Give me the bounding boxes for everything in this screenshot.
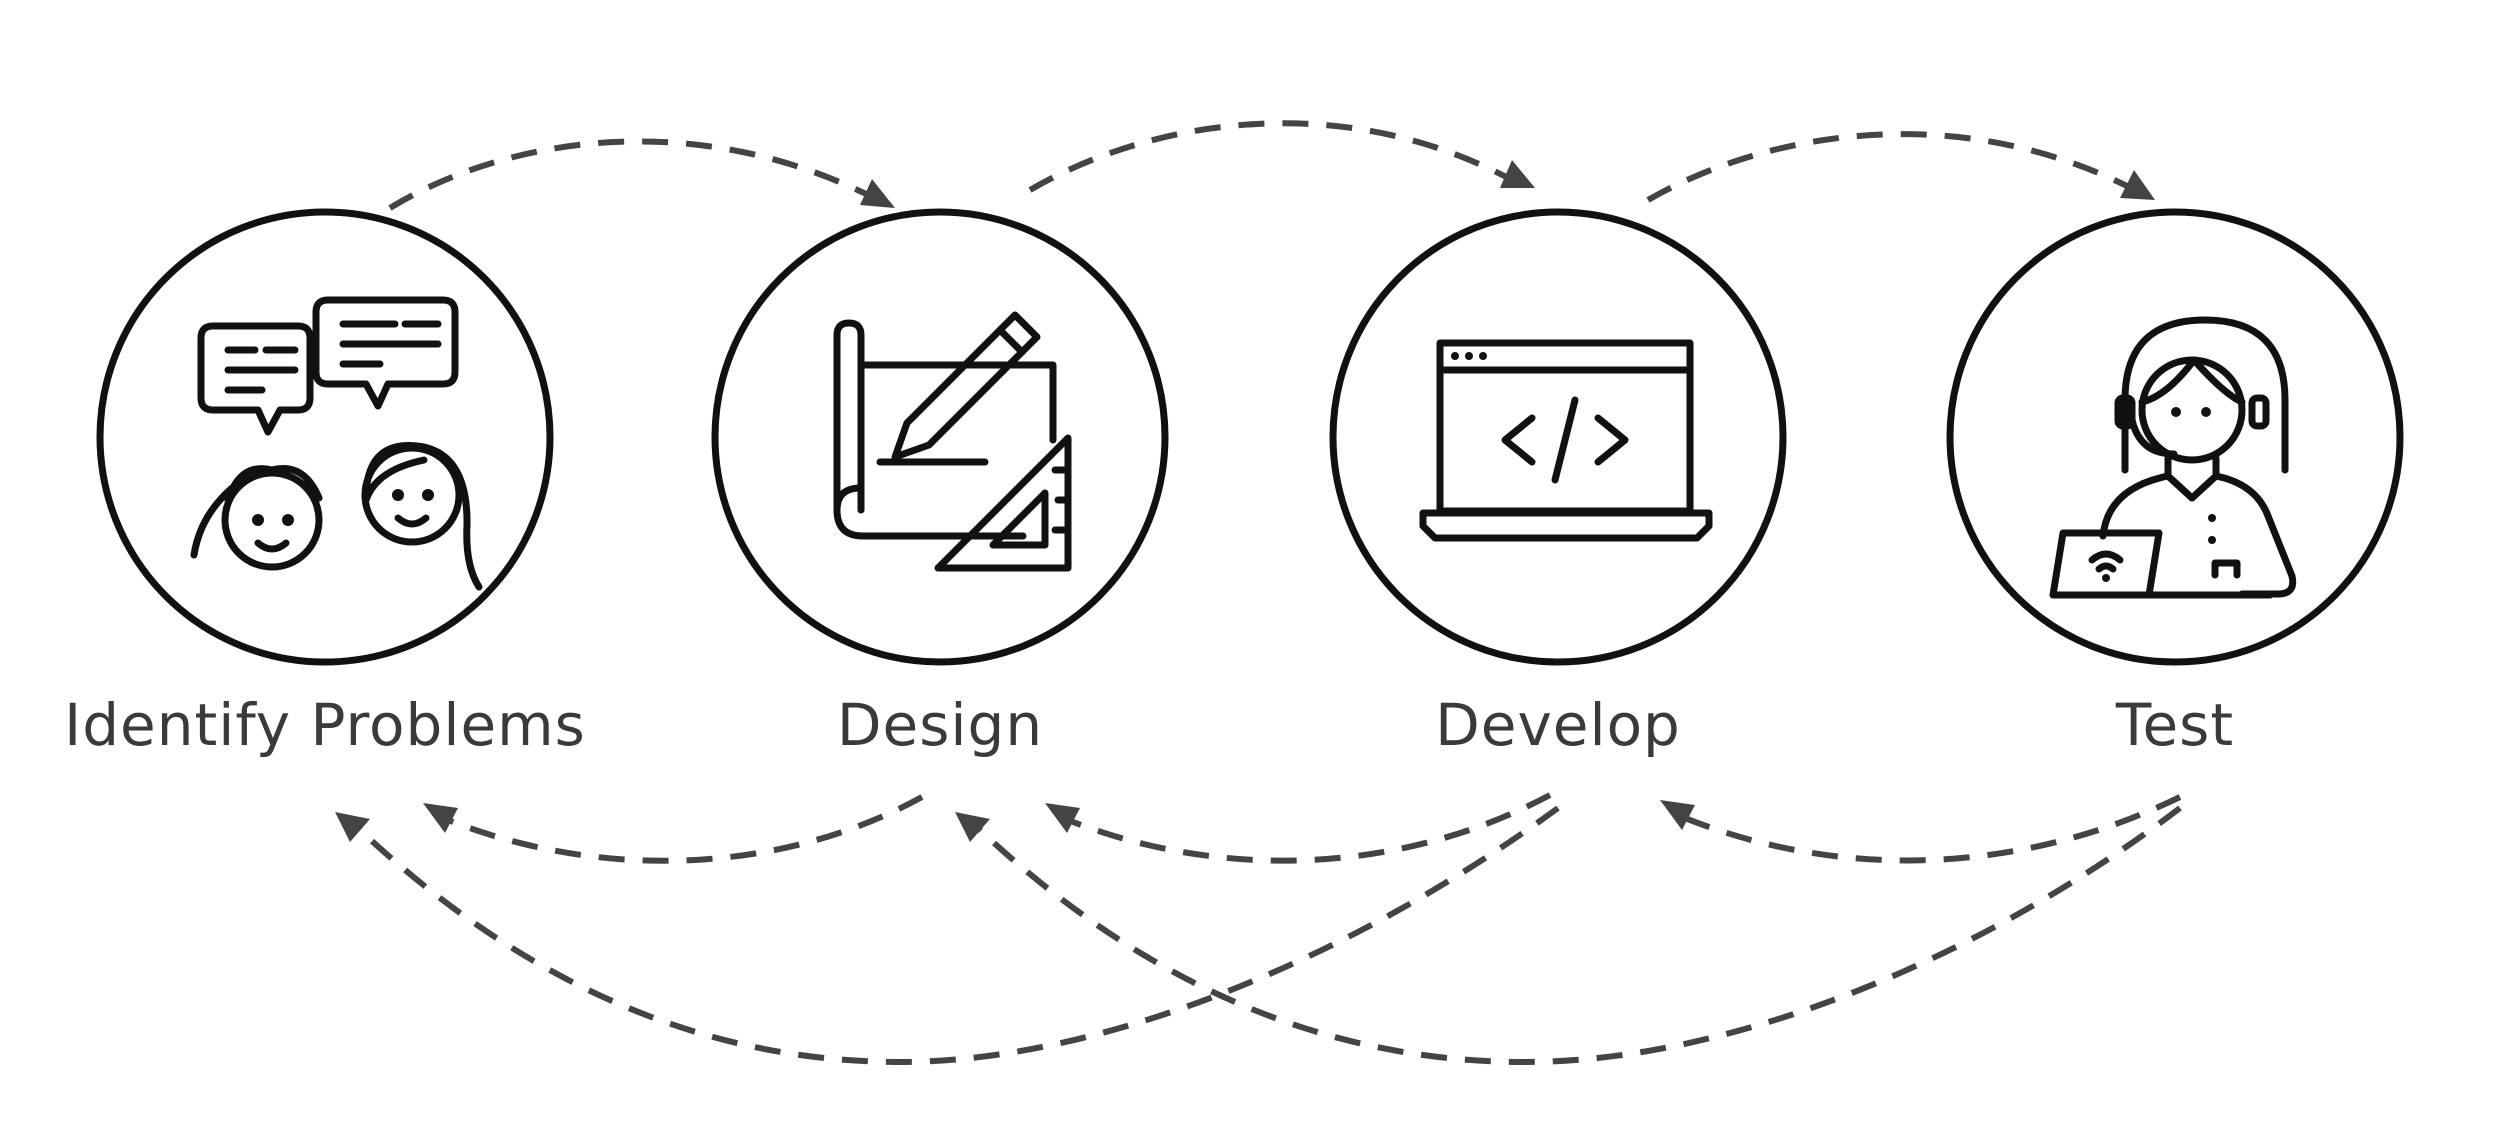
stage-label-develop: Develop [1435, 691, 1681, 759]
arrow-identify-to-design [388, 138, 880, 211]
arrowhead-develop-to-test [2120, 170, 2155, 200]
arrowhead-design-to-develop [1500, 160, 1535, 188]
forward-arrows [388, 120, 2155, 211]
arrow-design-to-develop [1028, 120, 1514, 193]
design-circle [711, 208, 1169, 666]
laptop-code-icon [1419, 339, 1713, 542]
support-agent-icon [2049, 316, 2297, 599]
arrow-develop-to-identify [357, 805, 1560, 1066]
feedback-arrows-short [423, 792, 2182, 864]
discussion-icon [190, 296, 483, 591]
arrow-test-to-design [977, 805, 2182, 1066]
arrow-test-to-develop [1683, 794, 2182, 864]
blueprint-icon [833, 311, 1072, 572]
arrowhead-develop-to-identify [335, 812, 370, 842]
arrowhead-develop-to-design [1045, 803, 1080, 833]
arrow-develop-to-design [1066, 792, 1552, 864]
stage-label-test: Test [2115, 691, 2235, 759]
feedback-arrows-long [335, 805, 2182, 1066]
test-circle [1946, 208, 2404, 666]
stage-label-design: Design [836, 691, 1044, 759]
arrow-design-to-identify [446, 794, 924, 864]
arrowhead-test-to-design [955, 812, 990, 842]
arrowhead-identify-to-design [860, 179, 895, 208]
arrowhead-test-to-develop [1660, 800, 1695, 830]
arrow-develop-to-test [1646, 131, 2137, 203]
identify-circle [96, 208, 554, 666]
stage-label-identify: Identify Problems [64, 691, 586, 759]
arrowhead-design-to-identify [423, 803, 458, 833]
develop-circle [1329, 208, 1787, 666]
